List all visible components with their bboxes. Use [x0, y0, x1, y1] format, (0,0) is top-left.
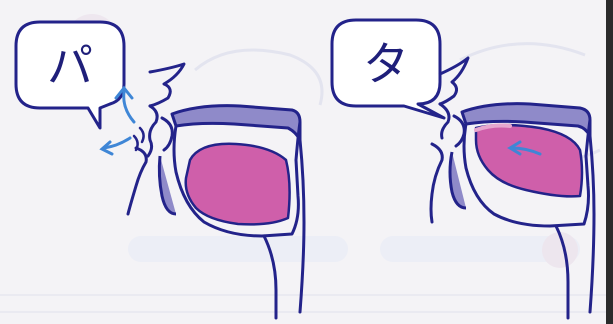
panel-pa: パ: [16, 22, 304, 318]
upper-teeth: [162, 118, 172, 150]
nose-outline: [440, 58, 468, 104]
hard-palate: [172, 106, 300, 140]
nose-outline: [150, 64, 184, 106]
lower-lip: [431, 144, 442, 222]
page-edge: [606, 0, 613, 324]
upper-lip: [148, 106, 157, 156]
lower-lip: [128, 148, 146, 214]
upper-lip: [440, 104, 449, 138]
panel-ta: タ: [332, 20, 594, 318]
tongue: [186, 144, 290, 225]
speech-bubble-ta: タ: [332, 20, 444, 118]
tongue: [476, 125, 582, 196]
throat-front: [590, 136, 594, 312]
bubble-label: タ: [363, 37, 409, 91]
speech-bubble-pa: パ: [16, 22, 124, 128]
bubble-label: パ: [47, 39, 93, 93]
throat-front: [300, 140, 304, 312]
